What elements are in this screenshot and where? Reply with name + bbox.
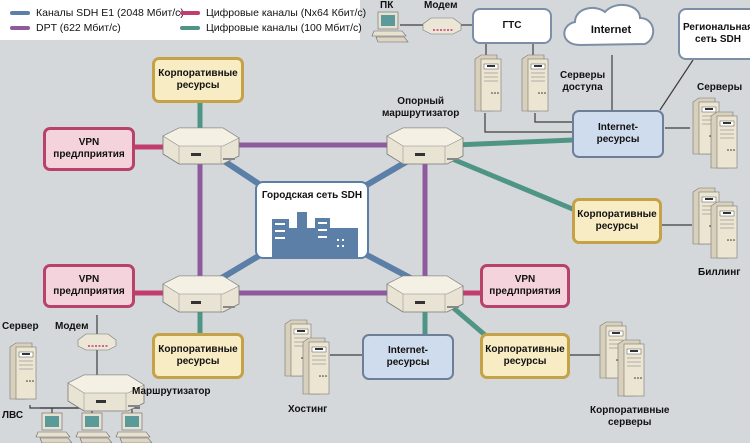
box-line: VPN — [78, 137, 100, 148]
gts-box: ГТС — [472, 8, 552, 44]
legend: Каналы SDH E1 (2048 Мбит/с) DPT (622 Мби… — [0, 0, 366, 40]
router-left-label: Маршрутизатор — [132, 386, 211, 397]
pc-label: ПК — [380, 0, 394, 11]
core-router-top-right — [386, 127, 464, 165]
box-line: предлприятия — [53, 149, 125, 160]
vpn-enterprise-bottom-left: VPN предлприятия — [43, 264, 135, 308]
legend-label: Каналы SDH E1 (2048 Мбит/с) — [36, 7, 184, 19]
server-2 — [710, 111, 738, 169]
legend-label: Цифровые каналы (100 Мбит/с) — [206, 22, 362, 34]
lan-pc-2 — [75, 412, 113, 443]
box-line: сеть SDH — [695, 34, 741, 45]
vpn-enterprise-bottom-right: VPN предлприятия — [480, 264, 570, 308]
label-line: Корпоративные — [590, 405, 670, 416]
vpn-enterprise-top-left: VPN предлприятия — [43, 127, 135, 171]
legend-label: DPT (622 Мбит/с) — [36, 22, 121, 34]
link-server1-inet — [484, 113, 573, 133]
label-line: маршрутизатор — [382, 108, 460, 119]
label-line: доступа — [562, 82, 603, 93]
legend-item-sdh: Каналы SDH E1 (2048 Мбит/с) — [10, 7, 184, 19]
box-line: ресурсы — [176, 356, 220, 367]
access-server-2 — [521, 54, 549, 112]
box-line: VPN — [514, 274, 536, 285]
box-line: ресурсы — [503, 356, 547, 367]
legend-swatch — [10, 26, 30, 30]
hosting-server-2 — [302, 337, 330, 395]
lan-server — [9, 342, 37, 400]
internet-cloud-icon — [563, 3, 655, 47]
hosting-label: Хостинг — [288, 404, 328, 415]
corp-resources-right: Корпоративные ресурсы — [572, 198, 662, 244]
modem-left — [77, 333, 117, 351]
legend-label: Цифровые каналы (Nx64 Кбит/с) — [206, 7, 367, 19]
label-line: Серверы — [560, 70, 606, 81]
box-line: ресурсы — [596, 134, 640, 145]
box-line: Internet- — [388, 345, 428, 356]
box-line: VPN — [78, 274, 100, 285]
router-bottom-left — [162, 275, 240, 313]
box-line: Корпоративные — [158, 344, 238, 355]
servers-label: Серверы — [697, 82, 743, 93]
legend-swatch — [10, 11, 30, 15]
core-router-label: Опорный маршрутизатор — [382, 96, 459, 120]
billing-server-2 — [710, 201, 738, 259]
legend-swatch — [180, 26, 200, 30]
box-line: предлприятия — [489, 286, 561, 297]
label-line: Опорный — [397, 96, 445, 107]
link-regional-inet — [659, 59, 694, 111]
router-top-left — [162, 127, 240, 165]
internet-resources-bottom: Internet- ресурсы — [362, 334, 454, 380]
pc-top — [371, 11, 409, 43]
lan-pc-3 — [115, 412, 153, 443]
server-left-label: Сервер — [2, 321, 39, 332]
internet-resources-top: Internet- ресурсы — [572, 110, 664, 158]
box-line: предлприятия — [53, 286, 125, 297]
legend-item-dpt: DPT (622 Мбит/с) — [10, 22, 121, 34]
label-line: серверы — [608, 417, 652, 428]
corp-servers-label: Корпоративные серверы — [590, 405, 669, 429]
internet-label: Internet — [590, 24, 632, 36]
box-line: Internet- — [598, 122, 638, 133]
lan-label: ЛВС — [2, 410, 24, 421]
regional-sdh-box: Региональная сеть SDH — [678, 8, 750, 60]
modem-top-label: Модем — [424, 0, 458, 11]
box-line: Корпоративные — [577, 209, 657, 220]
legend-item-fast: Цифровые каналы (100 Мбит/с) — [180, 22, 362, 34]
fast-links — [197, 102, 576, 337]
access-servers-label: Серверы доступа — [560, 70, 605, 94]
corp-resources-bottom-right: Корпоративные ресурсы — [480, 333, 570, 379]
lan-pc-1 — [35, 412, 73, 443]
router-bottom-right — [386, 275, 464, 313]
legend-item-nx64: Цифровые каналы (Nx64 Кбит/с) — [180, 7, 366, 19]
box-line: Корпоративные — [485, 344, 565, 355]
modem-top — [422, 17, 462, 35]
box-line: ГТС — [502, 20, 522, 31]
box-line: ресурсы — [176, 80, 220, 91]
city-sdh-label: Городская сеть SDH — [261, 190, 363, 201]
city-buildings-icon — [272, 212, 358, 258]
box-line: ресурсы — [595, 221, 639, 232]
corp-server-2 — [617, 339, 645, 397]
corp-resources-bottom-left: Корпоративные ресурсы — [152, 333, 244, 379]
box-line: Региональная — [683, 22, 750, 33]
billing-label: Биллинг — [698, 267, 741, 278]
box-line: Корпоративные — [158, 68, 238, 79]
legend-swatch — [180, 11, 200, 15]
modem-left-label: Модем — [55, 321, 89, 332]
box-line: ресурсы — [386, 357, 430, 368]
corp-resources-top-left: Корпоративные ресурсы — [152, 57, 244, 103]
access-server-1 — [474, 54, 502, 112]
link-server2-inet — [534, 113, 573, 123]
